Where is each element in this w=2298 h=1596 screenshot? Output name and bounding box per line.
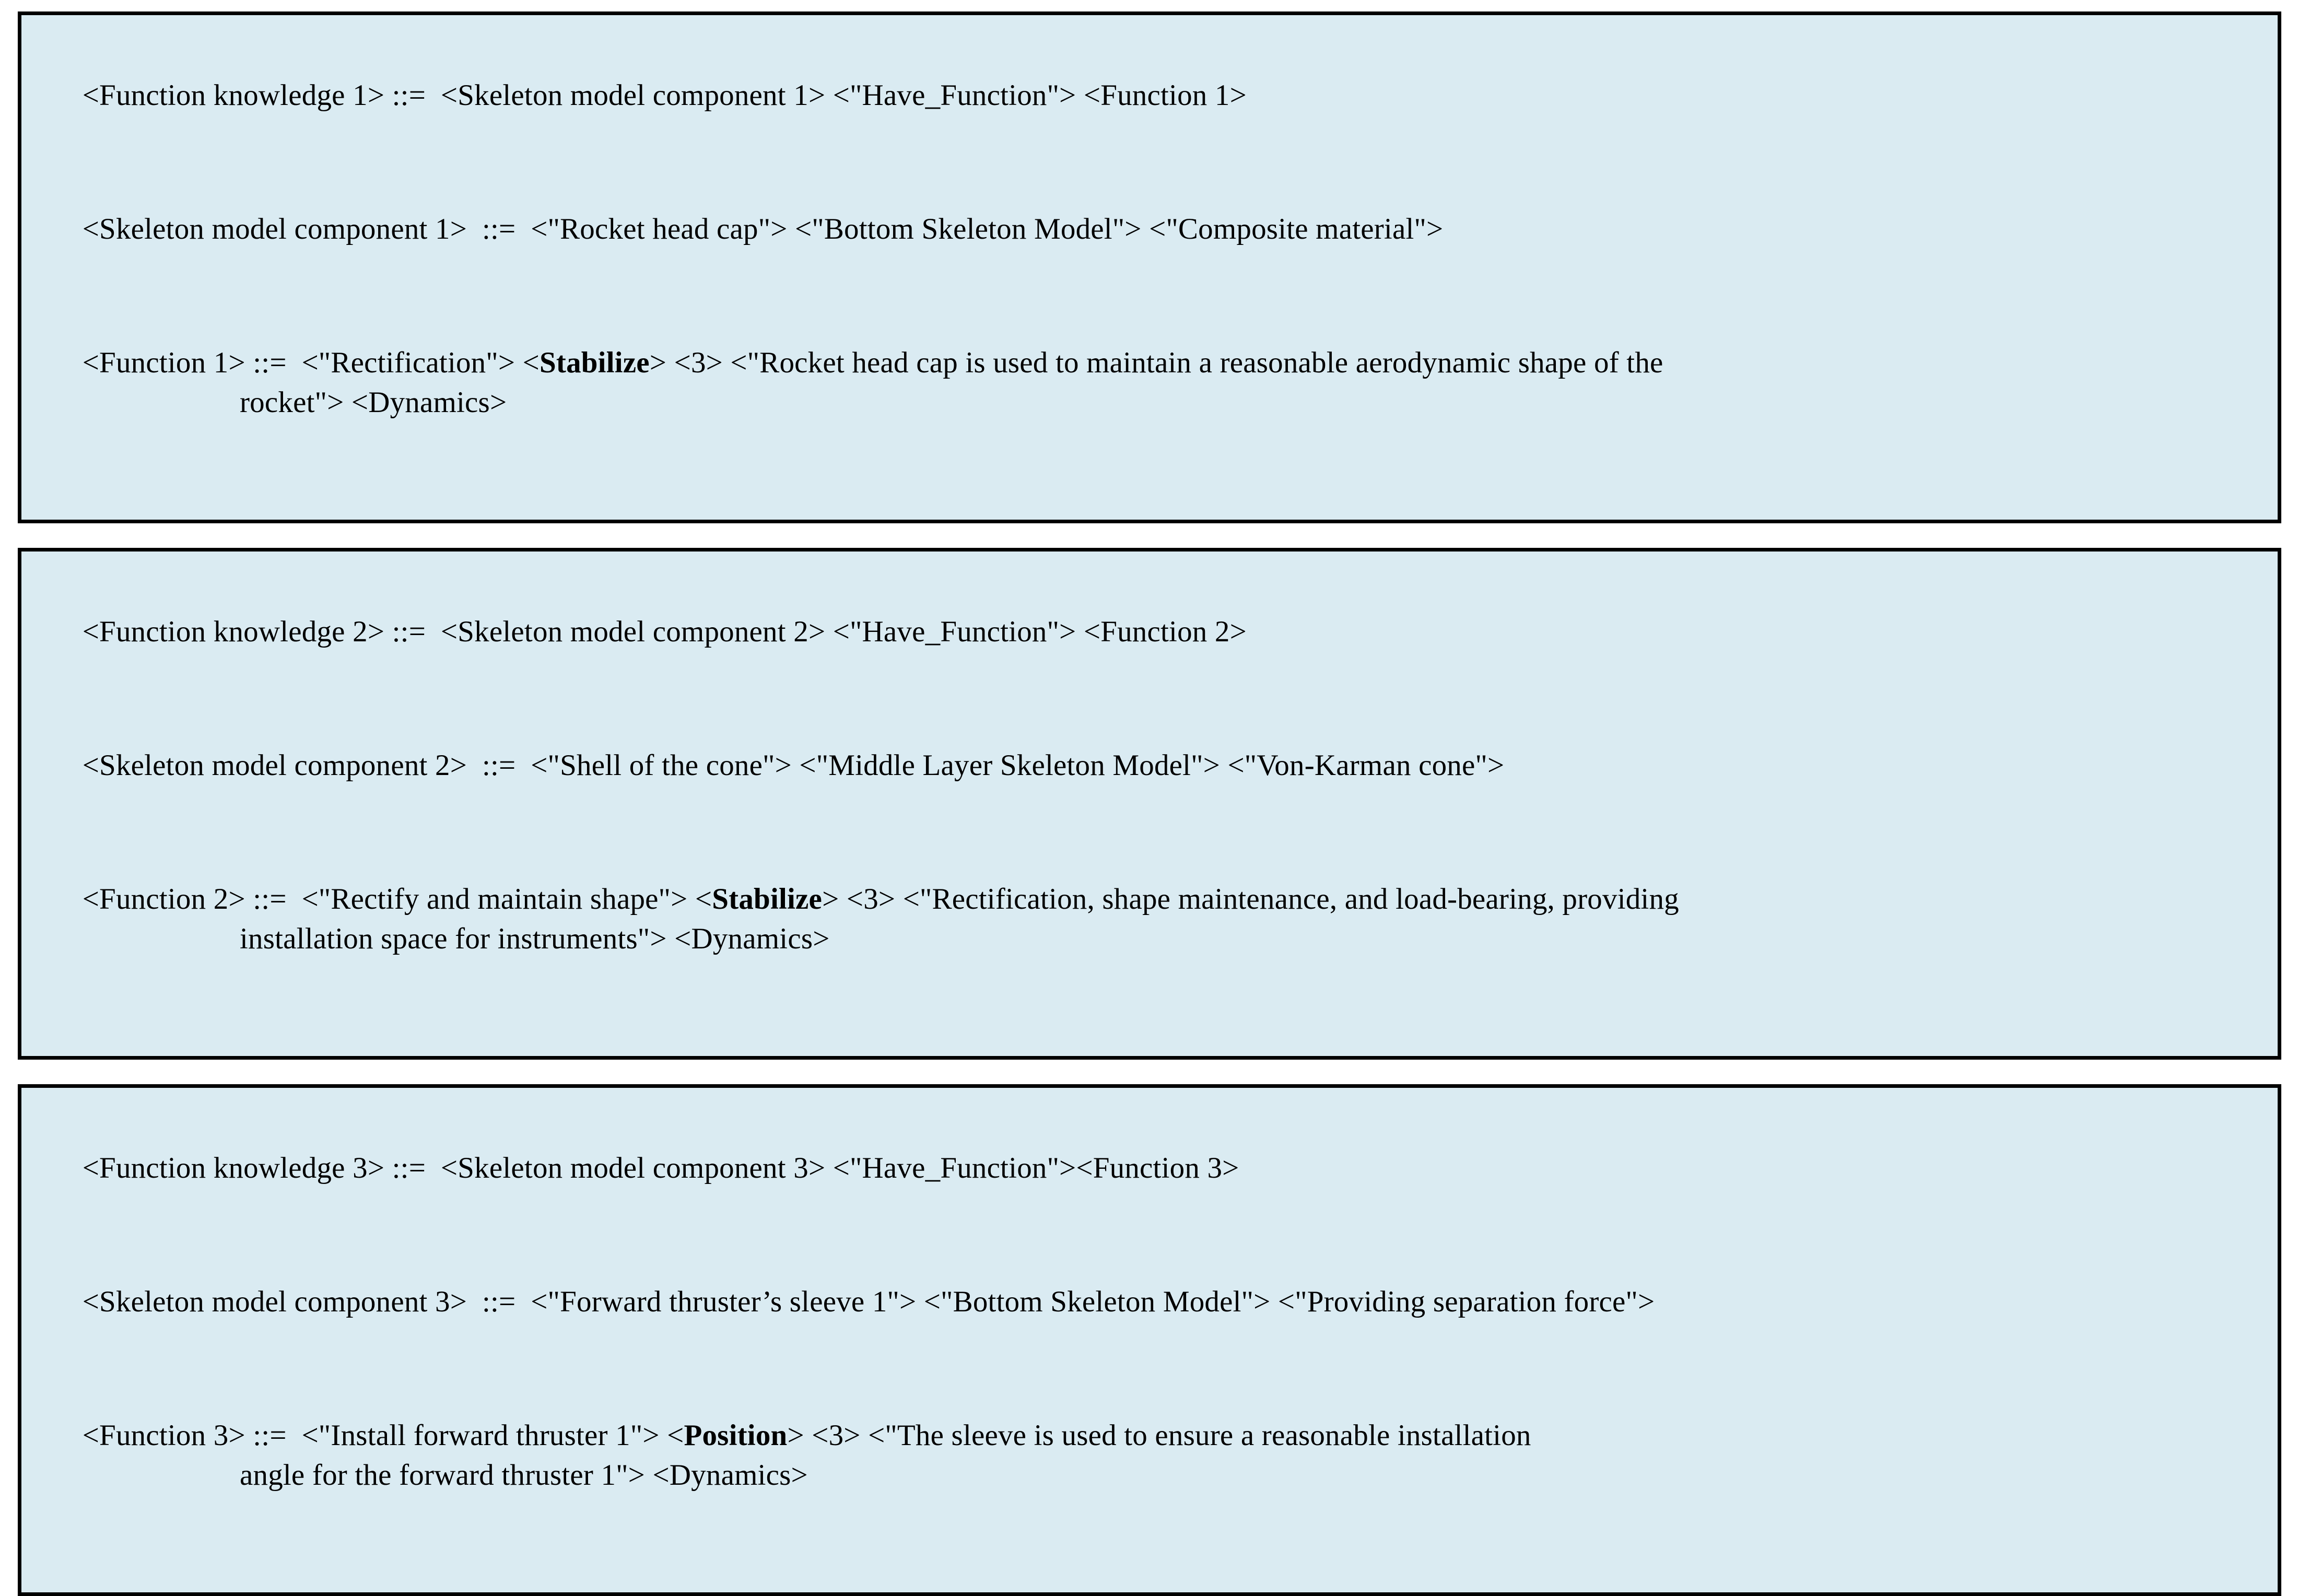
rule-text: <Function knowledge 3> ::= <Skeleton mod… bbox=[82, 1152, 1239, 1184]
figure-page: <Function knowledge 1> ::= <Skeleton mod… bbox=[18, 11, 2281, 1596]
rule-text: <Function knowledge 1> ::= <Skeleton mod… bbox=[82, 79, 1247, 112]
knowledge-box-3: <Function knowledge 3> ::= <Skeleton mod… bbox=[18, 1084, 2281, 1596]
bnf-rule-line: <Skeleton model component 3> ::= <"Forwa… bbox=[37, 1242, 2257, 1362]
rule-text-part: > <3> <"Rocket head cap is used to maint… bbox=[649, 346, 1663, 379]
rule-text-part: > <3> <"Rectification, shape maintenance… bbox=[822, 883, 1679, 916]
rule-text-part: <Function 2> ::= <"Rectify and maintain … bbox=[82, 883, 712, 916]
rule-wrapped-text: installation space for instruments"> <Dy… bbox=[240, 922, 830, 955]
rule-text: <Skeleton model component 1> ::= <"Rocke… bbox=[82, 213, 1444, 245]
bnf-rule-line: <Skeleton model component 1> ::= <"Rocke… bbox=[37, 170, 2257, 289]
rule-text: <Skeleton model component 2> ::= <"Shell… bbox=[82, 749, 1505, 782]
bold-token: Stabilize bbox=[540, 346, 650, 379]
rule-text-part: <Function 3> ::= <"Install forward thrus… bbox=[82, 1419, 684, 1452]
rule-text-part: > <3> <"The sleeve is used to ensure a r… bbox=[787, 1419, 1531, 1452]
bnf-rule-line: <Function 1> ::= <"Rectification"> <Stab… bbox=[37, 303, 2257, 502]
bnf-rule-line: <Function knowledge 1> ::= <Skeleton mod… bbox=[37, 36, 2257, 155]
rule-text: <Function knowledge 2> ::= <Skeleton mod… bbox=[82, 615, 1247, 648]
bnf-rule-line: <Function knowledge 2> ::= <Skeleton mod… bbox=[37, 572, 2257, 691]
bnf-rule-line: <Skeleton model component 2> ::= <"Shell… bbox=[37, 706, 2257, 825]
knowledge-box-2: <Function knowledge 2> ::= <Skeleton mod… bbox=[18, 548, 2281, 1060]
bnf-rule-line: <Function knowledge 3> ::= <Skeleton mod… bbox=[37, 1109, 2257, 1228]
bnf-rule-line: <Function 2> ::= <"Rectify and maintain … bbox=[37, 840, 2257, 1038]
rule-text: <Skeleton model component 3> ::= <"Forwa… bbox=[82, 1285, 1655, 1318]
knowledge-box-1: <Function knowledge 1> ::= <Skeleton mod… bbox=[18, 11, 2281, 523]
bold-token: Position bbox=[684, 1419, 788, 1452]
bold-token: Stabilize bbox=[712, 883, 823, 916]
rule-wrapped-text: rocket"> <Dynamics> bbox=[240, 386, 507, 419]
rule-text-part: <Function 1> ::= <"Rectification"> < bbox=[82, 346, 540, 379]
rule-wrapped-text: angle for the forward thruster 1"> <Dyna… bbox=[240, 1459, 808, 1492]
bnf-rule-line: <Function 3> ::= <"Install forward thrus… bbox=[37, 1376, 2257, 1575]
